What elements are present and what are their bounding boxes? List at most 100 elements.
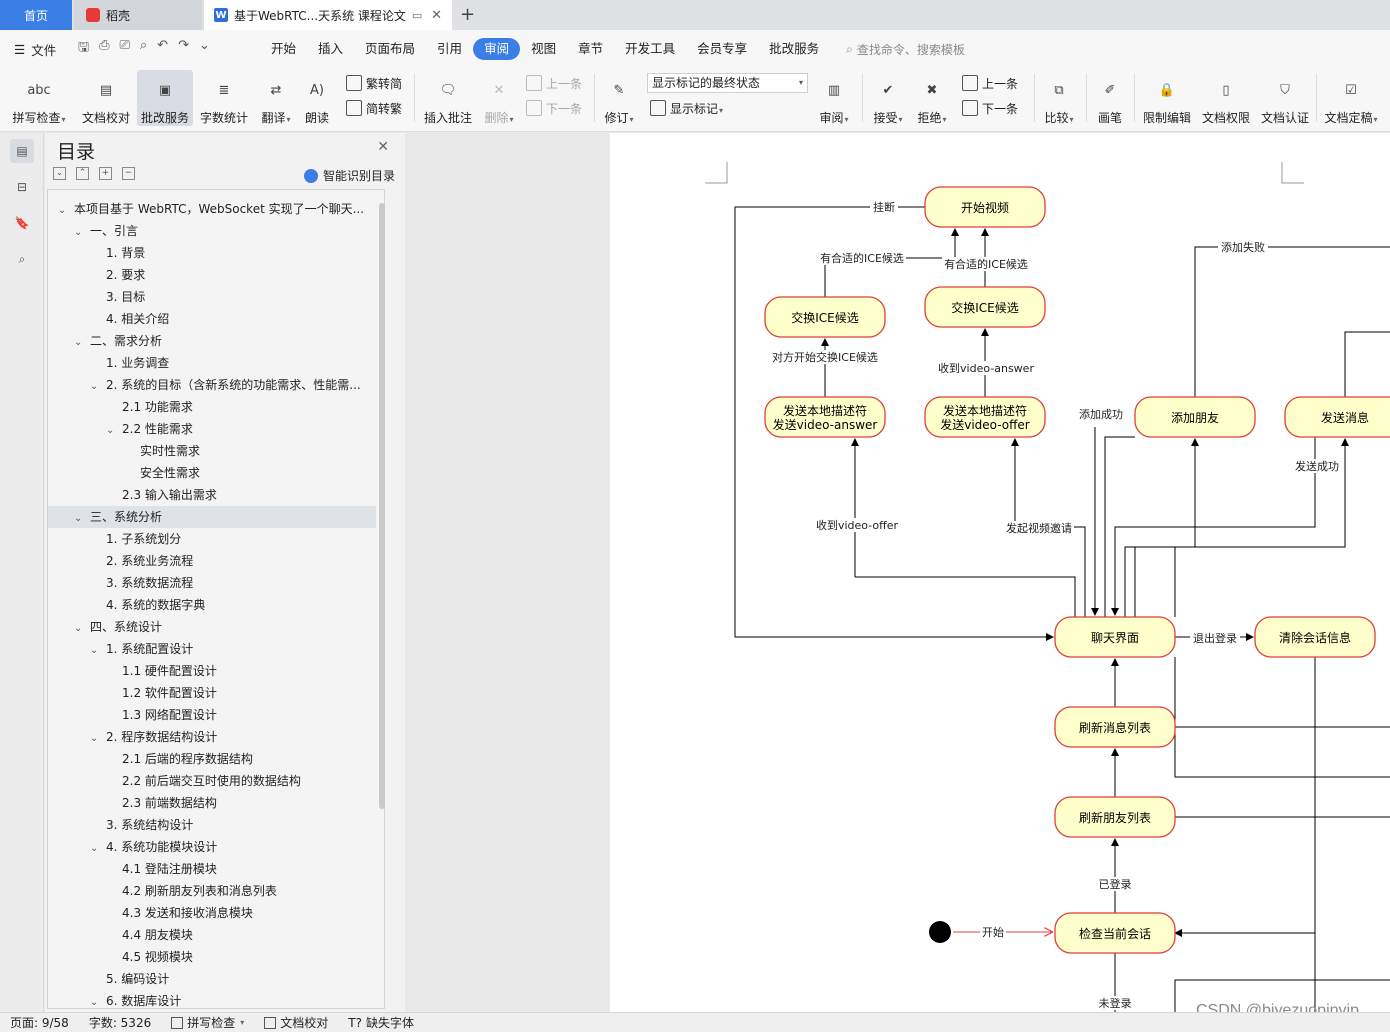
toc-panel-icon[interactable]: ▤ [10,139,34,163]
track-changes-button[interactable]: ✎ 修订▾ [600,70,638,126]
monitor-icon[interactable]: ▭ [411,8,423,22]
missing-font-status[interactable]: T? 缺失字体 [338,1014,424,1031]
reject-button[interactable]: ✖ 拒绝▾ [912,70,952,126]
print-preview-icon[interactable]: ⌕ [139,38,148,53]
toc-item[interactable]: ⌄四、系统设计 [48,616,376,638]
previous-comment-button[interactable]: 上一条 [526,73,582,93]
toc-item[interactable]: 安全性需求 [48,462,376,484]
toc-item[interactable]: ⌄4. 系统功能模块设计 [48,836,376,858]
toc-item[interactable]: 1. 子系统划分 [48,528,376,550]
toc-item[interactable]: 2.3 输入输出需求 [48,484,376,506]
toc-item[interactable]: ⌄一、引言 [48,220,376,242]
correction-service-button[interactable]: ▣ 批改服务 [137,70,193,126]
menu-member[interactable]: 会员专享 [697,41,748,56]
menu-review[interactable]: 审阅 [473,38,521,60]
chevron-down-icon[interactable]: ⌄ [58,205,67,216]
smart-toc-button[interactable]: 智能识别目录 [303,167,395,184]
toc-item[interactable]: 1.3 网络配置设计 [48,704,376,726]
tab-document[interactable]: W 基于WebRTC...天系统 课程论文 ▭ ✕ [204,0,452,30]
menu-start[interactable]: 开始 [271,41,297,56]
finalize-button[interactable]: ☑ 文档定稿▾ [1320,70,1382,126]
toc-item[interactable]: 3. 系统数据流程 [48,572,376,594]
toc-item[interactable]: 3. 系统结构设计 [48,814,376,836]
add-heading-icon[interactable]: + [99,167,112,180]
previous-change-button[interactable]: 上一条 [962,73,1018,93]
close-icon[interactable]: ✕ [431,7,442,23]
document-rights-button[interactable]: ▯ 文档权限 [1199,70,1253,126]
next-comment-button[interactable]: 下一条 [526,98,582,118]
remove-heading-icon[interactable]: − [122,167,135,180]
bookmark-icon[interactable]: 🔖 [14,216,30,230]
accept-button[interactable]: ✔ 接受▾ [868,70,908,126]
close-icon[interactable]: ✕ [377,139,389,155]
export-icon[interactable]: ⎙ [99,38,110,53]
tab-home[interactable]: 首页 [0,0,72,30]
toc-item[interactable]: ⌄2.2 性能需求 [48,418,376,440]
menu-page-layout[interactable]: 页面布局 [365,41,416,56]
markup-state-select[interactable]: 显示标记的最终状态 ▾ [647,73,808,93]
toc-item[interactable]: 4.3 发送和接收消息模块 [48,902,376,924]
toc-item[interactable]: 3. 目标 [48,286,376,308]
toc-item[interactable]: 5. 编码设计 [48,968,376,990]
toc-item[interactable]: 1. 业务调查 [48,352,376,374]
restrict-editing-button[interactable]: 🔒 限制编辑 [1140,70,1194,126]
toc-item[interactable]: ⌄2. 程序数据结构设计 [48,726,376,748]
word-count-indicator[interactable]: 字数: 5326 [79,1014,161,1031]
toc-item[interactable]: 4.2 刷新朋友列表和消息列表 [48,880,376,902]
word-count-button[interactable]: ≣ 字数统计 [198,70,250,126]
toc-item[interactable]: ⌄1. 系统配置设计 [48,638,376,660]
document-certify-button[interactable]: ⛉ 文档认证 [1258,70,1312,126]
toc-item[interactable]: 4.5 视频模块 [48,946,376,968]
search-icon[interactable]: ⌕ [18,251,26,266]
collapse-all-icon[interactable]: ⌄ [53,167,66,180]
toc-item[interactable]: 4.4 朋友模块 [48,924,376,946]
new-tab-plus-icon[interactable]: + [460,4,476,25]
chevron-down-icon[interactable]: ⌄ [106,425,115,436]
chevron-down-icon[interactable]: ⌄ [74,623,83,634]
menu-chapter[interactable]: 章节 [578,41,604,56]
chevron-down-icon[interactable]: ⌄ [90,381,99,392]
toc-item[interactable]: ⌄2. 系统的目标（含新系统的功能需求、性能需... [48,374,376,396]
toc-item[interactable]: 1.2 软件配置设计 [48,682,376,704]
command-search[interactable]: ⌕ 查找命令、搜索模板 [830,41,965,58]
toc-item[interactable]: 2.1 后端的程序数据结构 [48,748,376,770]
chevron-down-icon[interactable]: ⌄ [74,337,83,348]
toc-item[interactable]: 2. 系统业务流程 [48,550,376,572]
chevron-down-icon[interactable]: ⌄ [90,733,99,744]
page-indicator[interactable]: 页面: 9/58 [0,1014,79,1031]
toc-item[interactable]: 1.1 硬件配置设计 [48,660,376,682]
toc-item[interactable]: 2.3 前端数据结构 [48,792,376,814]
file-menu[interactable]: ☰ 文件 [0,40,70,59]
chapter-nav-icon[interactable]: ⊟ [16,180,28,194]
toc-item[interactable]: 2. 要求 [48,264,376,286]
menu-correction-service[interactable]: 批改服务 [769,41,820,56]
review-pane-button[interactable]: ▥ 审阅▾ [814,70,854,126]
toc-item[interactable]: ⌄三、系统分析 [48,506,376,528]
simplified-to-traditional-button[interactable]: 简转繁 [346,98,402,118]
toc-item[interactable]: 4.1 登陆注册模块 [48,858,376,880]
toc-item[interactable]: ⌄6. 数据库设计 [48,990,376,1008]
toc-item[interactable]: 2.2 前后端交互时使用的数据结构 [48,770,376,792]
toc-item[interactable]: ⌄二、需求分析 [48,330,376,352]
translate-button[interactable]: ⇄ 翻译▾ [256,70,296,126]
expand-all-icon[interactable]: ⌃ [76,167,89,180]
proofread-status[interactable]: 文档校对 [254,1014,338,1031]
toc-item[interactable]: 4. 系统的数据字典 [48,594,376,616]
traditional-to-simplified-button[interactable]: 繁转简 [346,73,402,93]
chevron-down-icon[interactable]: ⌄ [74,227,83,238]
chevron-down-icon[interactable]: ⌄ [90,645,99,656]
toc-item[interactable]: 4. 相关介绍 [48,308,376,330]
save-icon[interactable]: 🖫 [78,40,90,55]
insert-comment-button[interactable]: 🗨 插入批注 [420,70,476,126]
next-change-button[interactable]: 下一条 [962,98,1018,118]
spell-check-status[interactable]: 拼写检查▾ [161,1014,254,1031]
chevron-down-icon[interactable]: ⌄ [74,513,83,524]
show-markup-button[interactable]: 显示标记▾ [650,98,723,118]
print-icon[interactable]: ⎚ [119,38,130,53]
chevron-down-icon[interactable]: ⌄ [90,843,99,854]
menu-insert[interactable]: 插入 [318,41,344,56]
redo-icon[interactable]: ↷ [178,38,189,53]
read-aloud-button[interactable]: A) 朗读 [300,70,334,126]
menu-developer[interactable]: 开发工具 [625,41,676,56]
spell-check-button[interactable]: abc 拼写检查▾ [8,70,70,126]
